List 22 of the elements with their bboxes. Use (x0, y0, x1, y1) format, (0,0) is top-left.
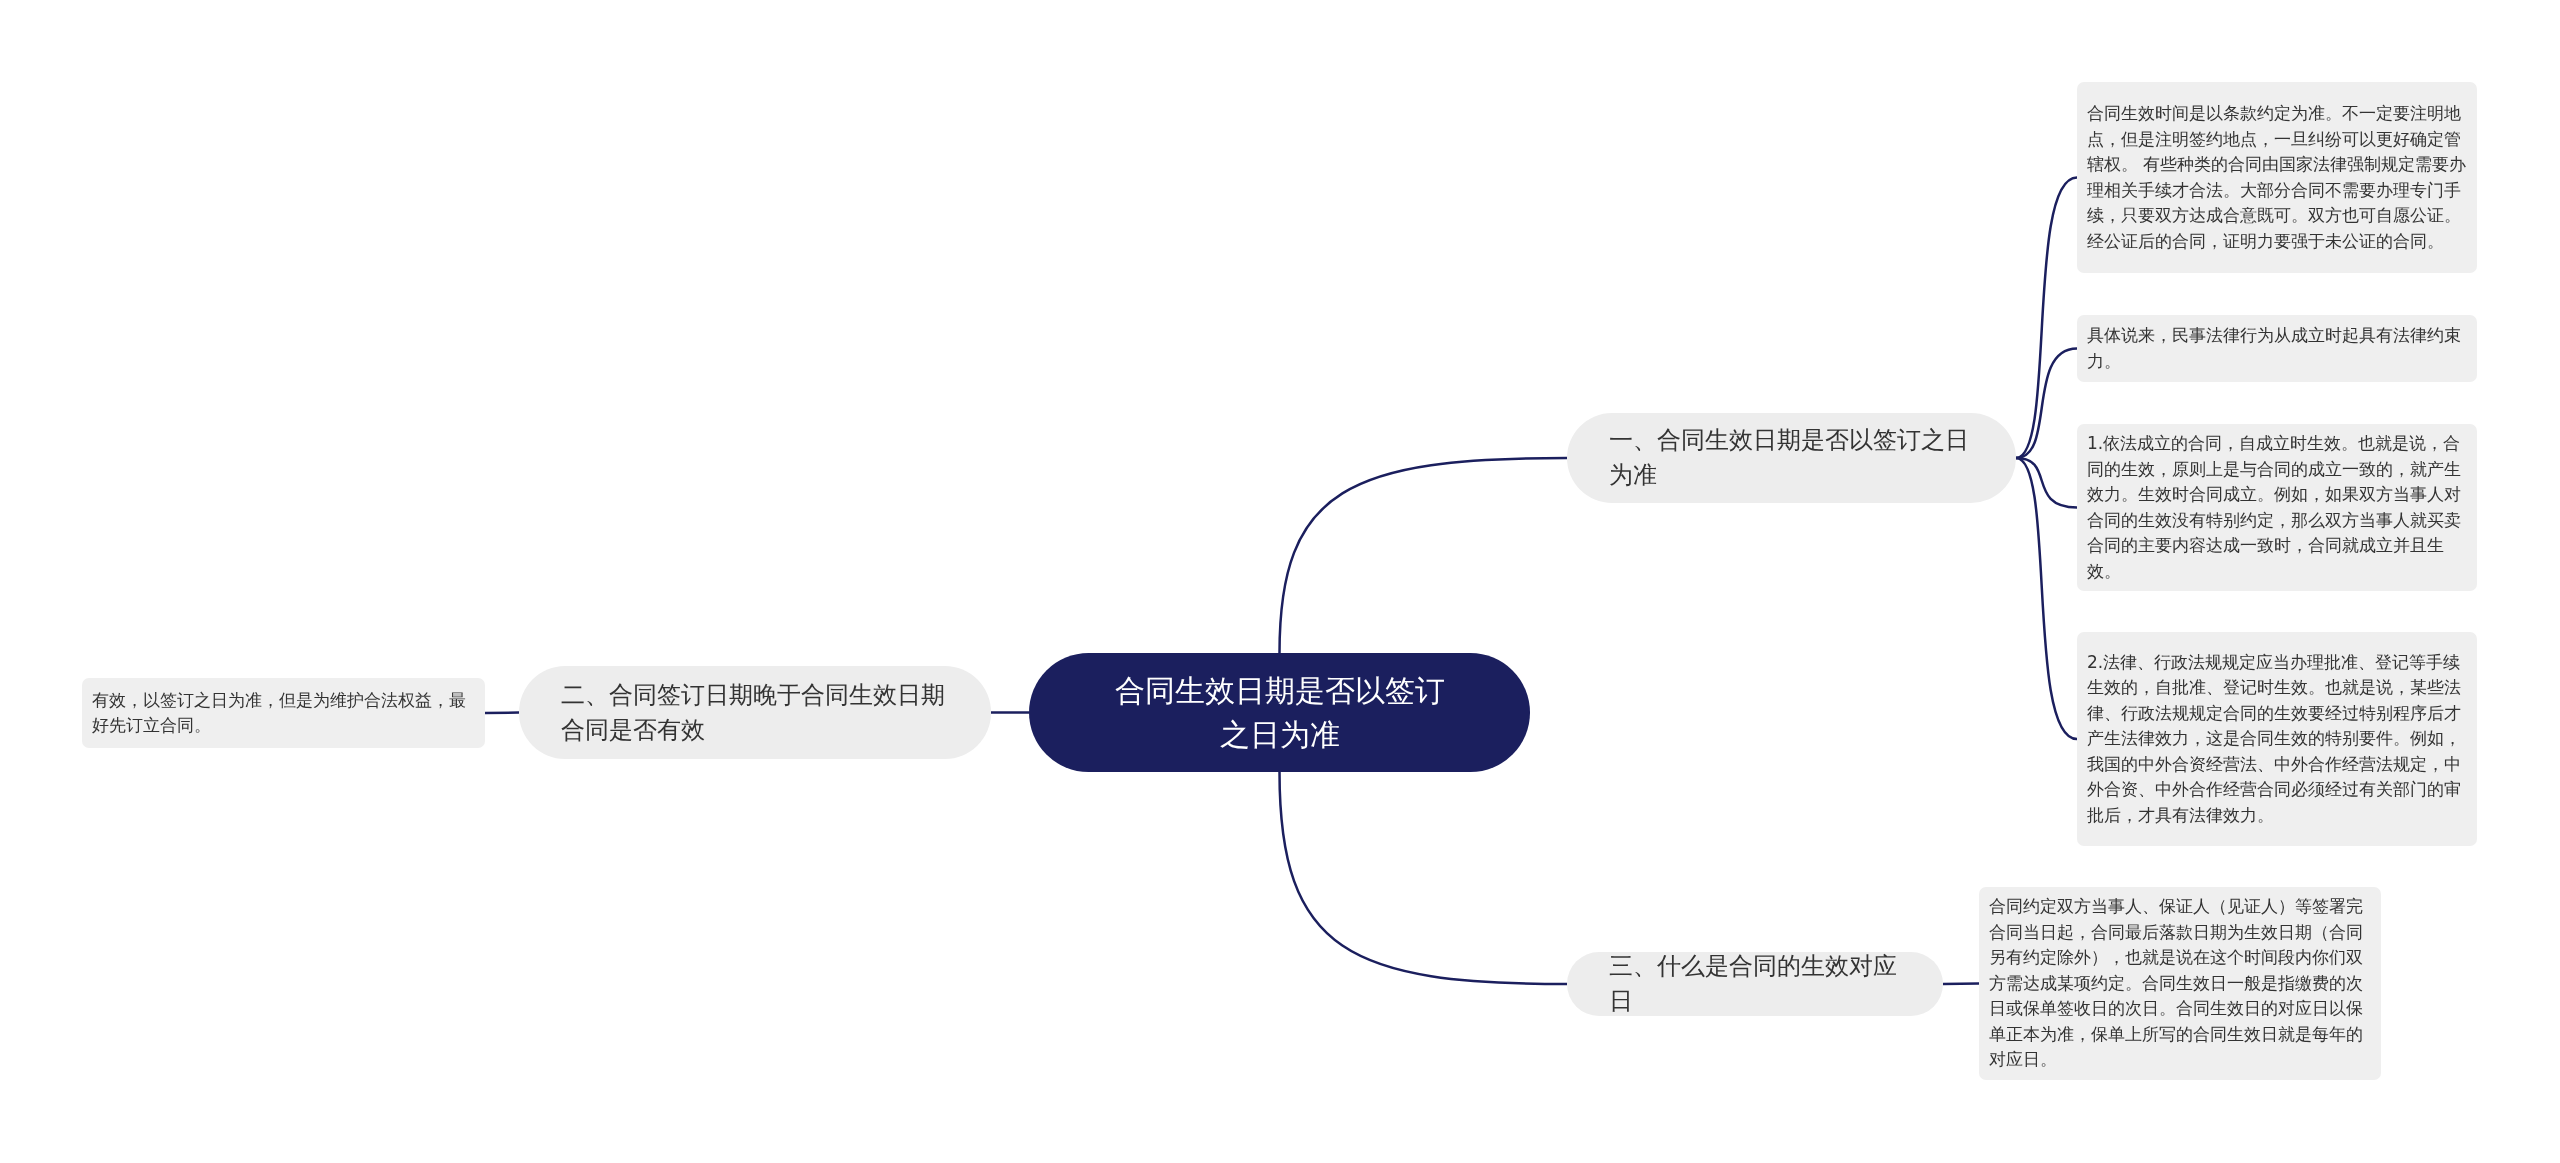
connector-line (1278, 456, 1567, 654)
topic-text: 三、什么是合同的生效对应日 (1609, 951, 1898, 1017)
note-text: 具体说来，民事法律行为从成立时起具有法律约束力。 (2087, 324, 2462, 373)
note-box (2077, 424, 2477, 591)
note-text: 2.法律、行政法规规定应当办理批准、登记等手续生效的，自批准、登记时生效。也就是说，某些法律、行政法规规定合同的生效要经过特别程序后才产生法律效力，这是合同生效的特别要件。例如，我国的中外合资经营法、中外合作经营法规定，中外合资、中外合作经营合同必须经过有关部门的审批后，才具有法律效力。 (2087, 650, 2462, 827)
note-box (2077, 315, 2477, 382)
note-text: 有效，以签订之日为准，但是为维护合法权益，最好先订立合同。 (92, 688, 467, 737)
connector-line (1278, 771, 1567, 986)
note-text: 1.依法成立的合同，自成立时生效。也就是说，合同的生效，原则上是与合同的成立一致的，就产生效力。生效时合同成立。例如，如果双方当事人对合同的生效没有特别约定，那么双方当事人就买卖合同的主要内容达成一致时，合同就成立并且生效。 (2087, 432, 2462, 583)
topic-text: 二、合同签订日期晚于合同生效日期合同是否有效 (561, 679, 946, 746)
note-box (2077, 632, 2477, 846)
note-text: 合同生效时间是以条款约定为准。不一定要注明地点，但是注明签约地点，一旦纠纷可以更好确定管辖权。 有些种类的合同由国家法律强制规定需要办理相关手续才合法。大部分合同不需要办理专门手续，只要双方达成合意既可。双方也可自愿公证。经公证后的合同，证明力要强于未公证的合同。 (2087, 102, 2467, 253)
connector-line (485, 711, 519, 715)
topic-text: 一、合同生效日期是否以签订之日为准 (1609, 425, 1970, 491)
connector-line (1943, 982, 1979, 986)
note-text: 合同约定双方当事人、保证人（见证人）等签署完合同当日起，合同最后落款日期为生效日期（合同另有约定除外），也就是说在这个时间段内你们双方需达成某项约定。合同生效日一般是指缴费的次日或保单签收日的次日。合同生效日的对应日以保单正本为准，保单上所写的合同生效日就是每年的对应日。 (1989, 895, 2364, 1072)
connector-line (2015, 176, 2078, 460)
note-box (2077, 82, 2477, 273)
note-box (82, 678, 485, 748)
central-topic-text: 合同生效日期是否以签订之日为准 (1113, 672, 1446, 754)
connector-line (2015, 456, 2078, 741)
connector-line (991, 711, 1029, 714)
